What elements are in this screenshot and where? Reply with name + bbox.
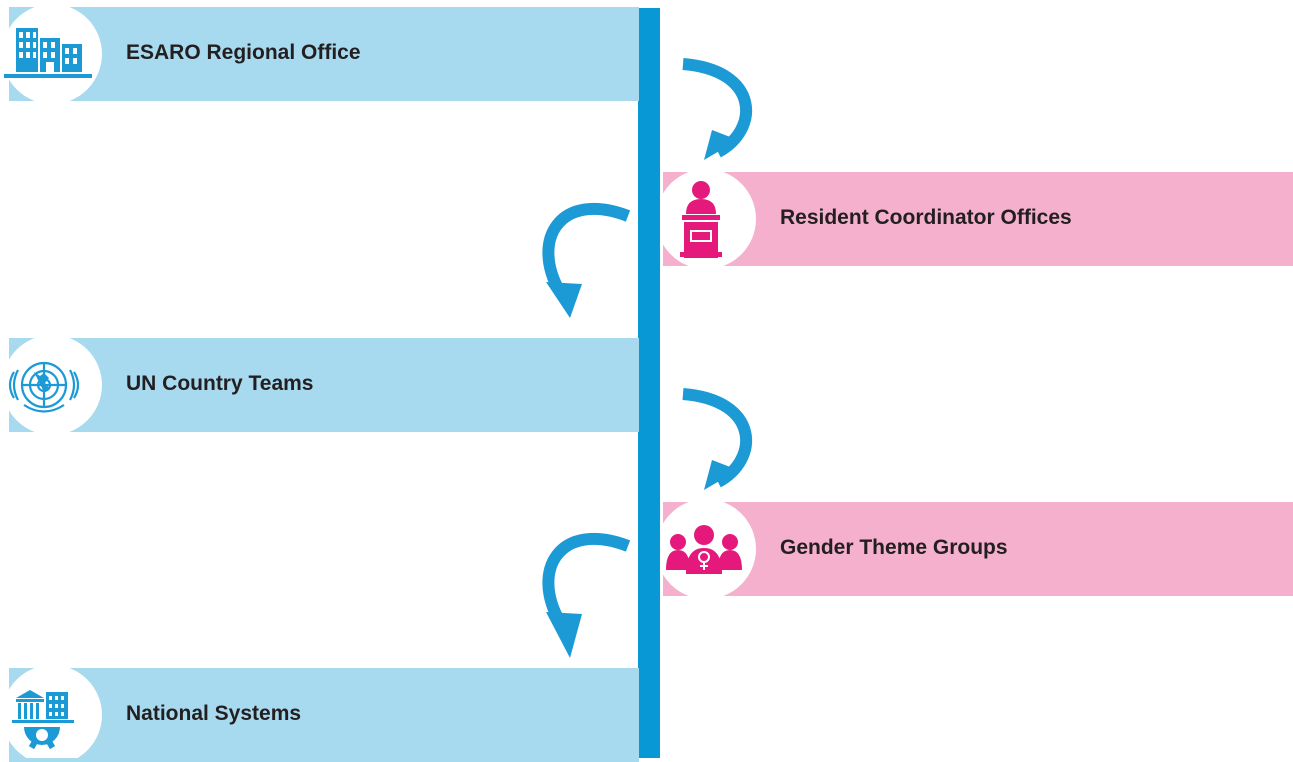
node-resident-coordinator-offices: Resident Coordinator Offices bbox=[663, 172, 1293, 266]
node-label: ESARO Regional Office bbox=[126, 41, 361, 64]
flow-arrow bbox=[682, 58, 753, 160]
node-label: Resident Coordinator Offices bbox=[780, 206, 1072, 229]
flow-arrow bbox=[542, 203, 631, 318]
building-icon bbox=[4, 28, 92, 78]
center-axis bbox=[638, 8, 660, 758]
node-label: National Systems bbox=[126, 702, 302, 725]
flow-arrow bbox=[542, 533, 631, 658]
node-label: Gender Theme Groups bbox=[780, 536, 1008, 559]
node-national-systems: National Systems bbox=[9, 668, 639, 762]
podium-speaker-icon bbox=[680, 181, 722, 258]
node-label: UN Country Teams bbox=[126, 372, 314, 395]
node-un-country-teams: UN Country Teams bbox=[9, 338, 639, 432]
un-emblem-icon bbox=[8, 361, 80, 413]
node-esaro-regional-office: ESARO Regional Office bbox=[9, 7, 639, 101]
institution-gear-icon bbox=[12, 690, 74, 750]
women-group-icon bbox=[666, 525, 742, 574]
flow-arrow bbox=[682, 388, 753, 490]
node-gender-theme-groups: Gender Theme Groups bbox=[663, 502, 1293, 596]
